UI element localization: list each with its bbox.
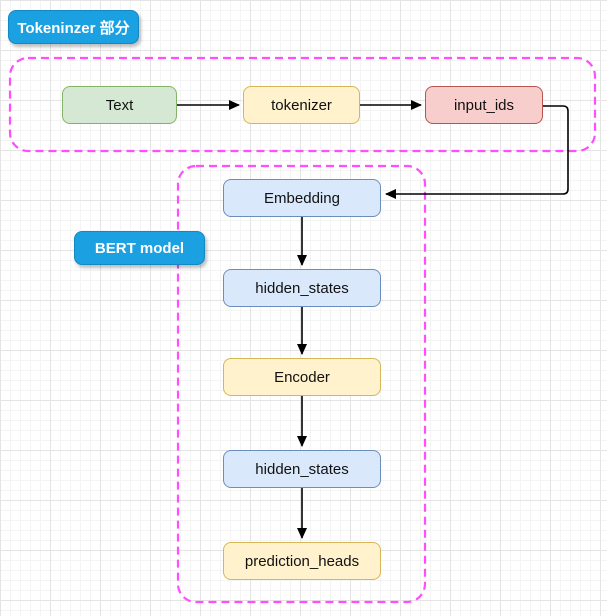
- node-prediction-heads: prediction_heads: [223, 542, 381, 580]
- node-embedding: Embedding: [223, 179, 381, 217]
- tokenizer-section-tag: Tokeninzer 部分: [8, 10, 139, 44]
- tokenizer-section-tag-label: Tokeninzer 部分: [17, 19, 130, 37]
- bert-model-tag: BERT model: [74, 231, 205, 265]
- node-text-label: Text: [105, 96, 134, 114]
- node-input-ids-label: input_ids: [453, 96, 515, 114]
- edge-inputids-to-embedding: [385, 105, 569, 199]
- node-text: Text: [62, 86, 177, 124]
- node-encoder-label: Encoder: [274, 368, 330, 386]
- node-embedding-label: Embedding: [264, 189, 340, 207]
- bert-model-tag-label: BERT model: [94, 239, 185, 257]
- node-hidden-states-2-label: hidden_states: [255, 460, 349, 478]
- tokenizer-group-container: [8, 56, 597, 153]
- node-input-ids: input_ids: [425, 86, 543, 124]
- node-prediction-heads-label: prediction_heads: [244, 552, 360, 570]
- node-tokenizer-label: tokenizer: [271, 96, 332, 114]
- node-hidden-states-1-label: hidden_states: [255, 279, 349, 297]
- node-hidden-states-1: hidden_states: [223, 269, 381, 307]
- node-hidden-states-2: hidden_states: [223, 450, 381, 488]
- node-encoder: Encoder: [223, 358, 381, 396]
- bert-group-container: [176, 164, 427, 604]
- node-tokenizer: tokenizer: [243, 86, 360, 124]
